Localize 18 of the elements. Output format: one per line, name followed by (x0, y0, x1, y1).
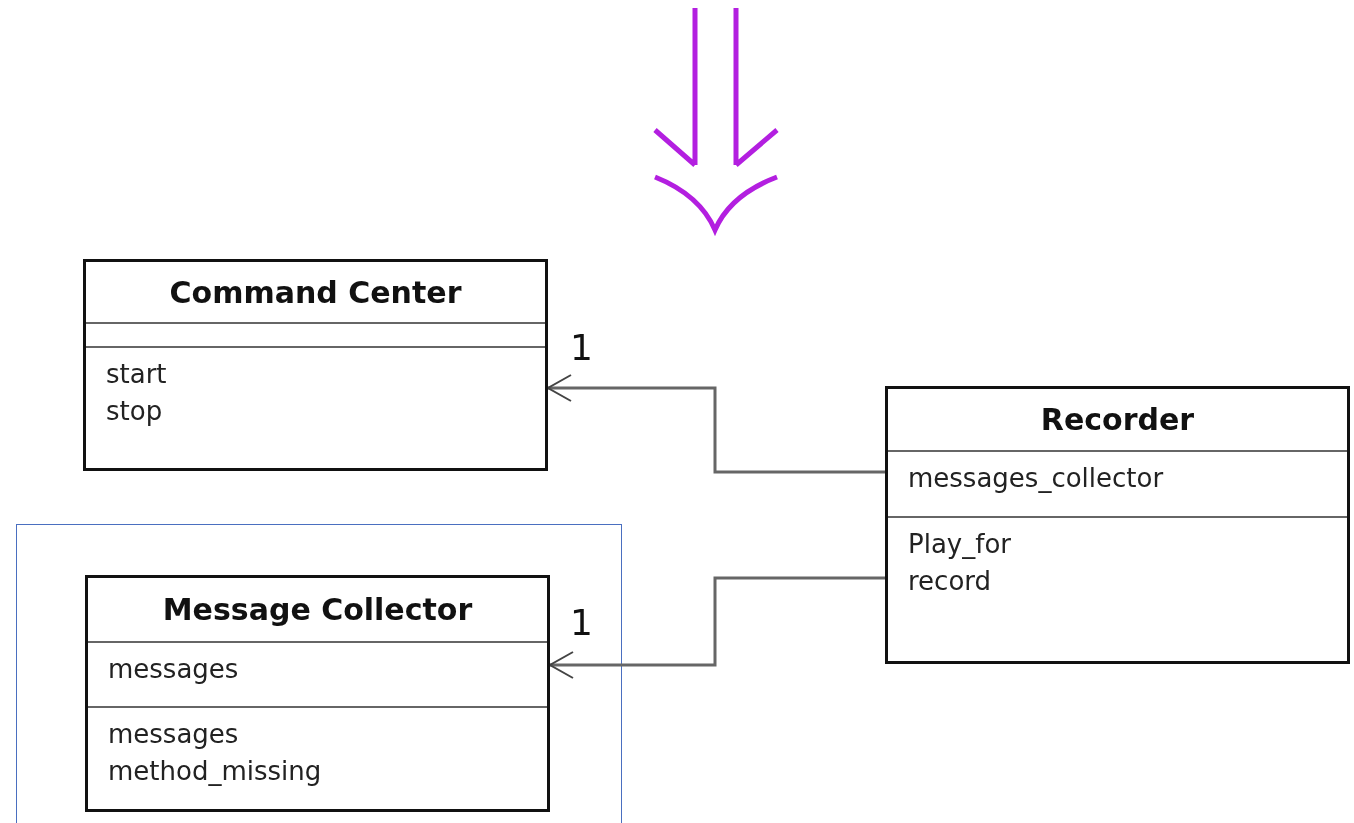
multiplicity-label: 1 (570, 330, 593, 366)
method-name: stop (106, 395, 163, 428)
class-name: Message Collector (162, 592, 473, 627)
method-name: start (106, 358, 167, 391)
method-name: record (908, 565, 992, 598)
multiplicity-label: 1 (570, 605, 593, 641)
attribute-name: messages_collector (908, 462, 1164, 495)
association-arrow (549, 576, 885, 679)
method-name: Play_for (908, 528, 1011, 561)
class-box (885, 386, 1350, 664)
class-box (83, 259, 548, 471)
method-name: messages (108, 718, 239, 751)
class-box (85, 575, 550, 812)
class-name: Command Center (169, 274, 462, 310)
method-name: method_missing (108, 755, 322, 788)
association-arrow (547, 374, 885, 474)
class-name: Recorder (1040, 402, 1195, 437)
attribute-name: messages (108, 653, 239, 686)
